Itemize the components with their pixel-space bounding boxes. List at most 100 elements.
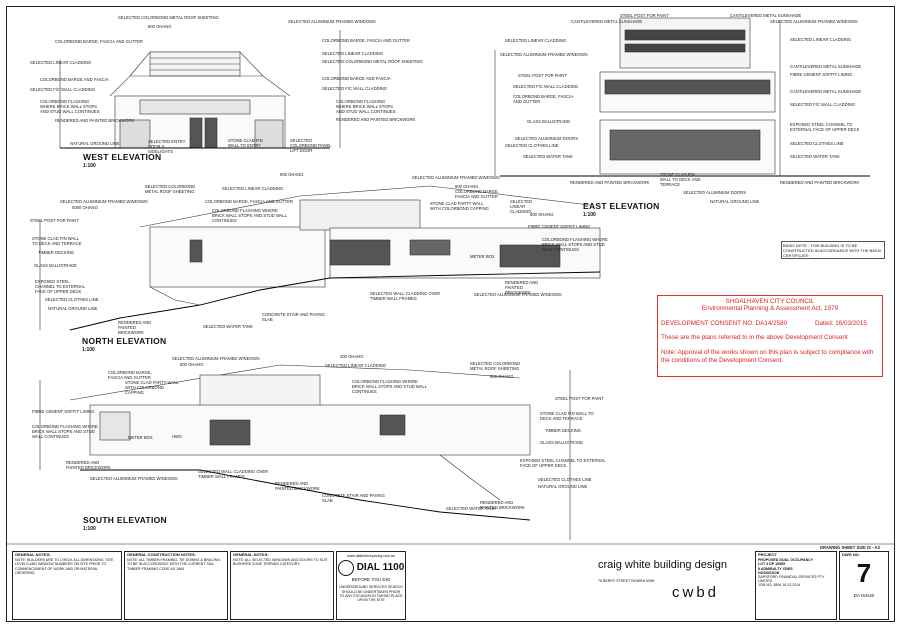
callout: HWS — [172, 434, 182, 439]
callout: NATURAL GROUND LINE — [48, 306, 98, 311]
west-elevation-scale: 1:100 — [83, 163, 96, 169]
callout: CONCRETE STAIR AND PAVING SLAB — [262, 312, 325, 322]
sheet-size: DRAWING SHEET SIZE IS - A3 — [820, 545, 880, 550]
callout: 600 OHANG — [490, 374, 514, 379]
callout: FIBRE CEMENT SOFFIT LINING — [790, 72, 853, 77]
callout: EXPOSED STEEL CHANNEL TO EXTERNAL FACE O… — [35, 279, 85, 294]
callout: COLORBOND FLASHING WHERE BRICK WALL STOP… — [32, 424, 98, 439]
drawing-number: 7 — [856, 558, 872, 589]
drawing-sheet — [6, 6, 895, 622]
callout: 600 OHANG — [148, 24, 172, 29]
consent-note: Note: Approval of the works shown on thi… — [661, 349, 874, 364]
general-notes-2-text: NOTE: ALL SELECTED WINDOWS AND DOORS TO … — [233, 558, 328, 567]
north-elevation-scale: 1:100 — [82, 347, 95, 353]
callout: SELECTED ALUMINIUM FRAMED WINDOWS — [500, 52, 588, 57]
west-elevation-title: WEST ELEVATION — [83, 152, 162, 162]
callout: COLORBOND BARGE, FASCIA AND GUTTER — [455, 189, 499, 199]
issue-date: 18.12.2014 — [782, 583, 801, 588]
consent-date: Dated: 16/03/2015 — [815, 320, 867, 327]
callout: SELECTED ALUMINIUM FRAMED WINDOWS — [770, 19, 858, 24]
callout: METER BOX — [128, 435, 153, 440]
south-elevation-drawing — [39, 364, 571, 540]
dbyd-number: DIAL 1100 — [356, 562, 405, 574]
callout: COLORBOND BARGE, FASCIA AND GUTTER — [513, 94, 573, 104]
project-heading: PROJECT — [758, 552, 777, 557]
callout: SELECTED WATER TANK — [790, 154, 840, 159]
callout: GLASS BALUSTRADE — [540, 440, 584, 445]
callout: SELECTED WATER TANK — [523, 154, 573, 159]
callout: SELECTED WALL CLADDING OVER TIMBER WALL … — [370, 291, 441, 301]
callout: COLORBOND BARGE, FASCIA AND GUTTER — [322, 38, 410, 43]
drawing-number-block: DWG NO. 7 DA ISSUE — [839, 551, 889, 620]
callout: STONE CLAD PARTY WALL WITH COLORBOND CAP… — [430, 201, 489, 211]
callout: RENDERED AND PAINTED BRICKWORK — [118, 320, 152, 335]
company-name: craig white building design — [598, 559, 728, 571]
basix-note: BASIX NOTE : THIS BUILDING IS TO BE CONS… — [781, 241, 885, 259]
callout: COLORBOND FLASHING WHERE BRICK WALL STOP… — [212, 208, 287, 223]
callout: STEEL POST FOR PAINT — [30, 218, 79, 223]
callout: SELECTED LINEAR CLADDING — [505, 38, 567, 43]
north-elevation-drawing — [39, 185, 601, 331]
callout: STEEL POST FOR PAINT — [555, 396, 604, 401]
project-name: PROPOSED DUAL OCCUPANCY — [758, 558, 814, 563]
callout: RENDERED AND PAINTED BRICKWORK — [780, 180, 860, 185]
callout: NATURAL GROUND LINE — [710, 199, 760, 204]
callout: GLASS BALUSTRADE — [527, 119, 571, 124]
callout: SELECTED ALUMINIUM FRAMED WINDOWS — [288, 19, 376, 24]
callout: COLORBOND BARGE, FASCIA AND GUTTER — [205, 199, 293, 204]
callout: COLORBOND FLASHING WHERE BRICK WALL STOP… — [40, 99, 100, 114]
callout: 900 OHANG — [280, 172, 304, 177]
callout: STONE CLAD FIN WALL TO DECK AND TERRACE — [540, 411, 594, 421]
dbyd-tagline: BEFORE YOU DIG — [351, 577, 391, 583]
callout: CANTILEVERED METAL SUNSHADE — [730, 13, 802, 18]
callout: RENDERED AND PAINTED BRICKWORK — [55, 118, 135, 123]
callout: SELECTED LINEAR CLADDING — [790, 37, 852, 42]
west-elevation-drawing — [59, 30, 341, 149]
callout: SELECTED F/C WALL CLADDING — [30, 87, 96, 92]
callout: RENDERED AND PAINTED BRICKWORK — [480, 500, 525, 510]
callout: SELECTED ALUMINIUM DOORS — [683, 190, 747, 195]
project-client: SAPSFORD FINANCIAL SERVICES PTY LIMITED — [758, 575, 825, 584]
callout: COLORBOND BARGE, FASCIA AND GUTTER — [108, 370, 152, 380]
callout: CANTILEVERED METAL SUNSHADE — [571, 19, 643, 24]
callout: RENDERED AND PAINTED BRICKWORK — [336, 117, 416, 122]
callout: COLORBOND FLASHING WHERE BRICK WALL STOP… — [542, 237, 608, 252]
general-notes-2: GENERAL NOTES: NOTE: ALL SELECTED WINDOW… — [230, 551, 334, 620]
callout: STONE CLAD FIN WALL TO ENTRY — [228, 138, 263, 148]
callout: EXPOSED STEEL CHANNEL TO EXTERNAL FACE O… — [790, 122, 860, 132]
dbyd-logo-icon — [337, 560, 354, 577]
drawing-number-heading: DWG NO. — [842, 552, 860, 557]
callout: SELECTED CLOTHES LINE — [45, 297, 99, 302]
callout: SELECTED ENTRY DOOR & SIDELIGHTS — [148, 139, 186, 154]
callout: NATURAL GROUND LINE — [70, 141, 120, 146]
callout: SELECTED CLOTHES LINE — [538, 477, 592, 482]
callout: COLORBOND FLASHING WHERE BRICK WALL STOP… — [336, 99, 396, 114]
construction-notes: GENERAL CONSTRUCTION NOTES: NOTE: ALL TI… — [124, 551, 228, 620]
callout: COLORBOND BARGE AND FASCIA — [40, 77, 109, 82]
callout: SELECTED COLORBOND METAL ROOF SHEETING — [470, 361, 521, 371]
callout: SELECTED ALUMINIUM FRAMED WINDOWS — [90, 476, 178, 481]
callout: 600 OHANG — [455, 184, 479, 189]
callout: STEEL POST FOR PAINT — [620, 13, 669, 18]
callout: CANTILEVERED METAL SUNSHADE — [790, 89, 862, 94]
south-elevation-scale: 1:100 — [83, 526, 96, 532]
general-notes-2-heading: GENERAL NOTES: — [233, 552, 269, 557]
callout: CONCRETE STAIR AND PAVING SLAB — [322, 493, 385, 503]
callout: EXPOSED STEEL CHANNEL TO EXTERNAL FACE O… — [520, 458, 606, 468]
callout: TIMBER DECKING — [545, 428, 582, 433]
job-number: JOB NO: 3894 — [758, 583, 782, 588]
south-elevation-title: SOUTH ELEVATION — [83, 515, 167, 525]
callout: SELECTED F/C WALL CLADDING — [322, 86, 388, 91]
callout: SELECTED WALL CLADDING OVER TIMBER WALL … — [198, 469, 269, 479]
dbyd-note: UNDERGROUND SERVICES SEARCH SHOULD BE UN… — [339, 585, 403, 603]
council-act: Environmental Planning & Assessment Act,… — [701, 305, 839, 312]
callout: SELECTED COLORBOND METAL ROOF SHEETING — [118, 15, 219, 20]
callout: STEEL POST FOR PAINT — [518, 73, 567, 78]
construction-notes-text: NOTE: ALL TIMBER FRAMING, TIE DOWNS & BR… — [127, 558, 221, 571]
callout: STONE CLAD PARTY WALL WITH COLORBOND CAP… — [125, 380, 179, 395]
callout: SELECTED LINEAR CLADDING — [222, 186, 284, 191]
east-elevation-drawing — [494, 17, 870, 177]
construction-notes-heading: GENERAL CONSTRUCTION NOTES: — [127, 552, 197, 557]
callout: COLORBOND FLASHING WHERE BRICK WALL STOP… — [352, 379, 427, 394]
